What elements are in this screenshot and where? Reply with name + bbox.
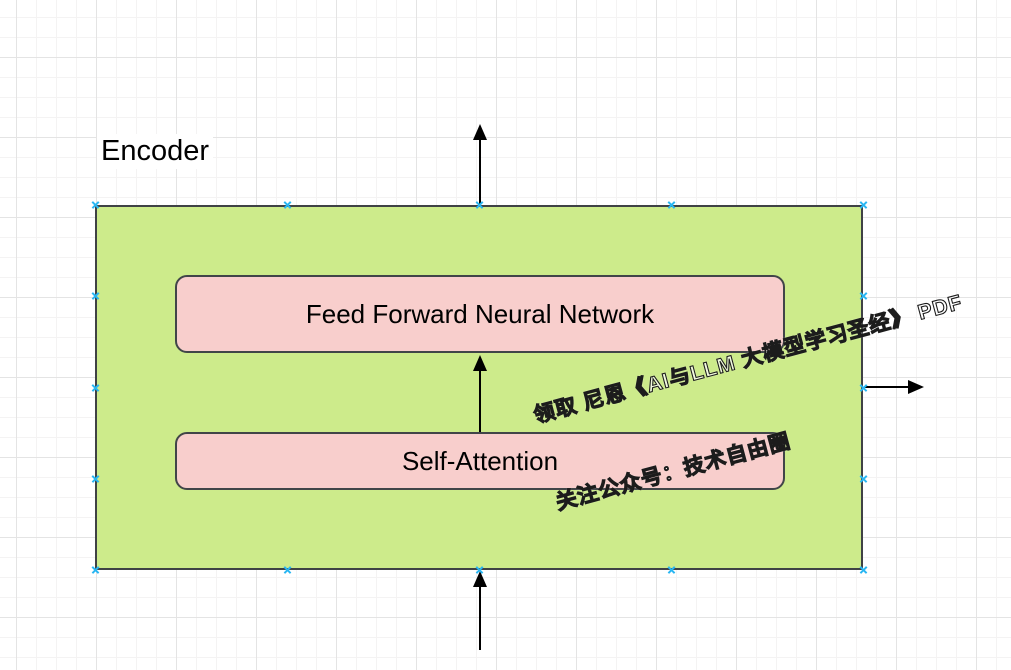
input-arrow[interactable]	[473, 571, 487, 650]
connection-point-x-cross-icon[interactable]	[859, 566, 868, 575]
connection-point-x-cross-icon[interactable]	[91, 201, 100, 210]
node-feed-forward[interactable]: Feed Forward Neural Network	[175, 275, 785, 353]
connection-point-x-cross-icon[interactable]	[859, 201, 868, 210]
connection-point-x-cross-icon[interactable]	[475, 566, 484, 575]
connection-point-x-cross-icon[interactable]	[91, 292, 100, 301]
output-arrow-top[interactable]	[473, 124, 487, 205]
connection-point-x-cross-icon[interactable]	[91, 566, 100, 575]
node-self-attention-label: Self-Attention	[401, 445, 559, 476]
connection-point-x-cross-icon[interactable]	[667, 566, 676, 575]
arrowhead-up-icon	[473, 355, 487, 371]
node-feed-forward-label: Feed Forward Neural Network	[305, 298, 655, 329]
connection-point-x-cross-icon[interactable]	[91, 383, 100, 392]
encoder-title-label[interactable]: Encoder	[97, 134, 214, 170]
connection-point-x-cross-icon[interactable]	[859, 383, 868, 392]
arrowhead-up-icon	[473, 571, 487, 587]
connection-point-x-cross-icon[interactable]	[667, 201, 676, 210]
connection-point-x-cross-icon[interactable]	[283, 201, 292, 210]
attention-to-ffnn-arrow[interactable]	[473, 355, 487, 432]
arrowhead-up-icon	[473, 124, 487, 140]
arrowhead-right-icon	[908, 380, 924, 394]
node-self-attention[interactable]: Self-Attention	[175, 432, 785, 490]
connection-point-x-cross-icon[interactable]	[859, 474, 868, 483]
connection-point-x-cross-icon[interactable]	[859, 292, 868, 301]
connection-point-x-cross-icon[interactable]	[475, 201, 484, 210]
connection-point-x-cross-icon[interactable]	[91, 474, 100, 483]
output-arrow-right[interactable]	[864, 380, 924, 394]
connection-point-x-cross-icon[interactable]	[283, 566, 292, 575]
